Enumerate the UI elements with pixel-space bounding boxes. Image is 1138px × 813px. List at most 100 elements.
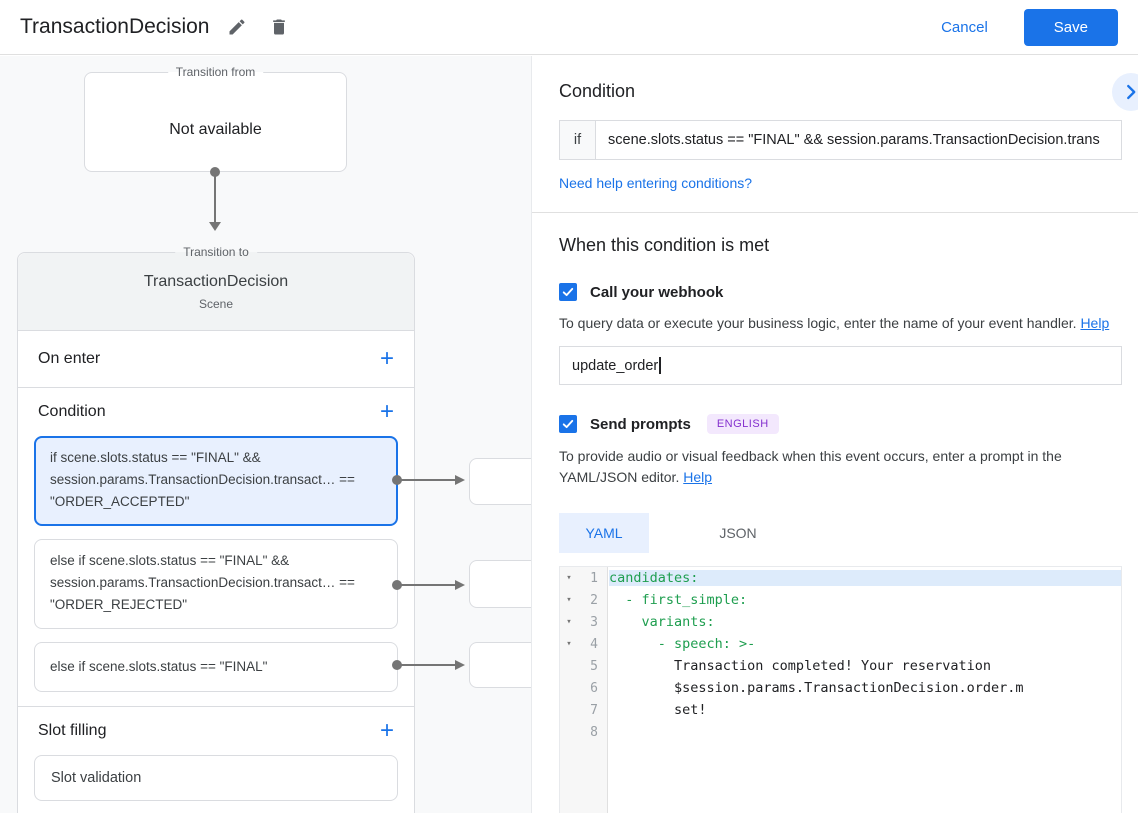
code-line[interactable]: 6 $session.params.TransactionDecision.or… <box>560 677 1121 699</box>
condition-item-rejected[interactable]: else if scene.slots.status == "FINAL" &&… <box>34 539 398 629</box>
transition-target-box[interactable] <box>469 642 531 688</box>
arrow-right-icon <box>455 660 465 670</box>
code-line[interactable]: 5 Transaction completed! Your reservatio… <box>560 655 1121 677</box>
code-line[interactable]: ▾ 3 variants: <box>560 611 1121 633</box>
scene-name: TransactionDecision <box>143 273 289 290</box>
connector-dot <box>392 660 402 670</box>
connector-line <box>214 176 216 222</box>
condition-expression-row: if <box>559 120 1122 160</box>
code-text: candidates: <box>609 570 1121 586</box>
add-on-enter-button[interactable]: + <box>379 345 394 372</box>
save-button[interactable]: Save <box>1023 8 1118 46</box>
line-number: 1 <box>590 570 598 586</box>
chevron-right-icon <box>1127 84 1136 100</box>
section-condition: Condition + <box>18 388 414 436</box>
section-on-enter: On enter + <box>18 331 414 388</box>
pencil-icon <box>229 19 245 35</box>
prompts-checkbox-row: Send prompts ENGLISH <box>559 414 1122 434</box>
transition-to-card: Transition to TransactionDecision Scene … <box>17 245 415 813</box>
editor-gutter <box>560 567 608 813</box>
connector-dot <box>210 167 220 177</box>
scene-diagram-canvas: Transition from Not available Transition… <box>0 56 531 813</box>
when-condition-heading: When this condition is met <box>559 235 770 255</box>
cancel-button[interactable]: Cancel <box>941 18 988 36</box>
code-text: $session.params.TransactionDecision.orde… <box>609 680 1024 696</box>
language-badge: ENGLISH <box>706 414 779 434</box>
code-line[interactable]: ▾ 4 - speech: >- <box>560 633 1121 655</box>
arrow-right-icon <box>455 580 465 590</box>
delete-button[interactable] <box>265 13 293 41</box>
webhook-label: Call your webhook <box>590 283 724 301</box>
prompts-description-text: To provide audio or visual feedback when… <box>559 448 1062 485</box>
tab-json[interactable]: JSON <box>719 525 757 541</box>
prompts-checkbox[interactable] <box>559 415 577 433</box>
slot-filling-label: Slot filling <box>38 722 107 739</box>
connector-line <box>401 664 455 666</box>
connector-dot <box>392 580 402 590</box>
webhook-help-link[interactable]: Help <box>1080 315 1110 331</box>
webhook-checkbox[interactable] <box>559 283 577 301</box>
trash-icon <box>273 19 286 35</box>
page-title: TransactionDecision <box>20 15 210 38</box>
checkmark-icon <box>562 287 574 297</box>
top-bar: TransactionDecision Cancel Save <box>0 0 1138 55</box>
condition-label: Condition <box>38 403 106 420</box>
transition-from-label: Transition from <box>167 65 264 79</box>
fold-arrow-icon[interactable]: ▾ <box>566 573 572 583</box>
add-slot-button[interactable]: + <box>379 717 394 744</box>
checkmark-icon <box>562 419 574 429</box>
code-text: - speech: >- <box>609 636 756 652</box>
text-cursor <box>659 357 661 374</box>
code-line[interactable]: 7 set! <box>560 699 1121 721</box>
connector-dot <box>392 475 402 485</box>
if-prefix-label: if <box>559 120 596 160</box>
prompts-help-link[interactable]: Help <box>683 469 713 485</box>
fold-arrow-icon[interactable]: ▾ <box>566 617 572 627</box>
conditions-help-link[interactable]: Need help entering conditions? <box>559 175 753 191</box>
transition-target-box[interactable] <box>469 458 531 505</box>
webhook-description: To query data or execute your business l… <box>559 313 1115 334</box>
code-text: Transaction completed! Your reservation <box>609 658 992 674</box>
section-slot-filling: Slot filling + <box>18 707 414 755</box>
code-line[interactable]: ▾ 1 candidates: <box>560 567 1121 589</box>
editor-tabs: YAML JSON <box>559 513 1122 553</box>
code-text: - first_simple: <box>609 592 748 608</box>
line-number: 6 <box>590 680 598 696</box>
scene-card-header[interactable]: TransactionDecision Scene <box>18 253 414 331</box>
transition-target-box[interactable] <box>469 560 531 608</box>
condition-item-final[interactable]: else if scene.slots.status == "FINAL" <box>34 642 398 692</box>
condition-expression-input[interactable] <box>596 120 1122 160</box>
arrow-right-icon <box>455 475 465 485</box>
add-condition-button[interactable]: + <box>379 398 394 425</box>
code-line[interactable]: ▾ 2 - first_simple: <box>560 589 1121 611</box>
arrow-down-icon <box>209 222 221 231</box>
webhook-input[interactable]: update_order <box>559 346 1122 385</box>
slot-validation-item[interactable]: Slot validation <box>34 755 398 801</box>
line-number: 5 <box>590 658 598 674</box>
edit-button[interactable] <box>223 13 251 41</box>
tab-yaml[interactable]: YAML <box>559 513 649 553</box>
on-enter-label: On enter <box>38 350 101 367</box>
line-number: 8 <box>590 724 598 740</box>
prompts-description: To provide audio or visual feedback when… <box>559 446 1115 488</box>
condition-item-accepted[interactable]: if scene.slots.status == "FINAL" && sess… <box>34 436 398 526</box>
collapse-panel-button[interactable] <box>1112 73 1138 111</box>
yaml-code-editor[interactable]: ▾ 1 candidates: ▾ 2 - first_simple: ▾ 3 … <box>559 566 1122 813</box>
fold-arrow-icon[interactable]: ▾ <box>566 595 572 605</box>
line-number: 2 <box>590 592 598 608</box>
transition-from-content: Not available <box>169 121 262 138</box>
code-text: set! <box>609 702 707 718</box>
webhook-description-text: To query data or execute your business l… <box>559 315 1077 331</box>
condition-detail-panel: Condition if Need help entering conditio… <box>531 56 1138 813</box>
code-text: variants: <box>609 614 715 630</box>
connector-line <box>401 584 455 586</box>
fold-arrow-icon[interactable]: ▾ <box>566 639 572 649</box>
transition-from-box: Transition from Not available <box>84 65 347 172</box>
line-number: 4 <box>590 636 598 652</box>
connector-line <box>401 479 455 481</box>
code-line[interactable]: 8 <box>560 721 1121 743</box>
condition-panel-heading: Condition <box>559 81 636 101</box>
transition-to-label: Transition to <box>175 245 257 259</box>
divider <box>532 212 1138 213</box>
webhook-input-value: update_order <box>572 357 659 374</box>
